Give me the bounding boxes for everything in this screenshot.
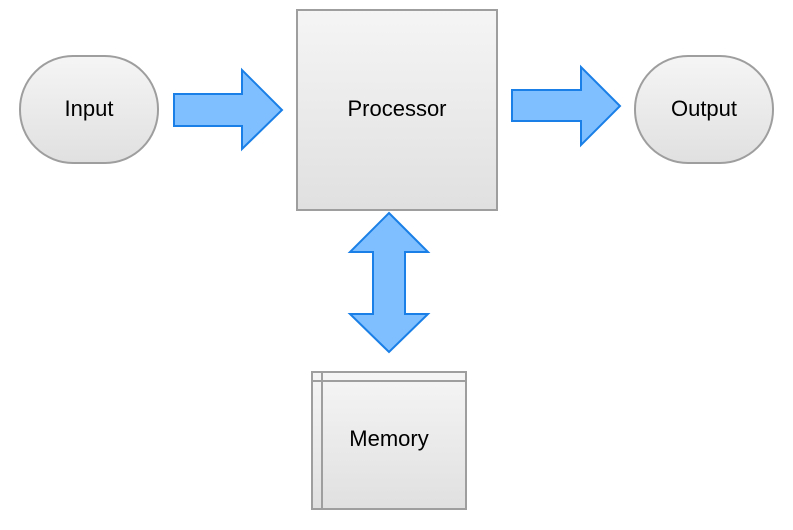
output-label: Output — [671, 96, 737, 121]
arrow-processor-to-output — [511, 64, 622, 148]
output-node: Output — [634, 55, 774, 164]
processor-node: Processor — [296, 9, 498, 211]
memory-node: Memory — [311, 371, 467, 510]
input-node: Input — [19, 55, 159, 164]
arrow-input-to-processor — [173, 67, 284, 152]
memory-label: Memory — [349, 426, 428, 451]
processor-label: Processor — [347, 96, 446, 121]
arrow-processor-memory-bidirectional — [347, 211, 431, 354]
input-label: Input — [65, 96, 114, 121]
